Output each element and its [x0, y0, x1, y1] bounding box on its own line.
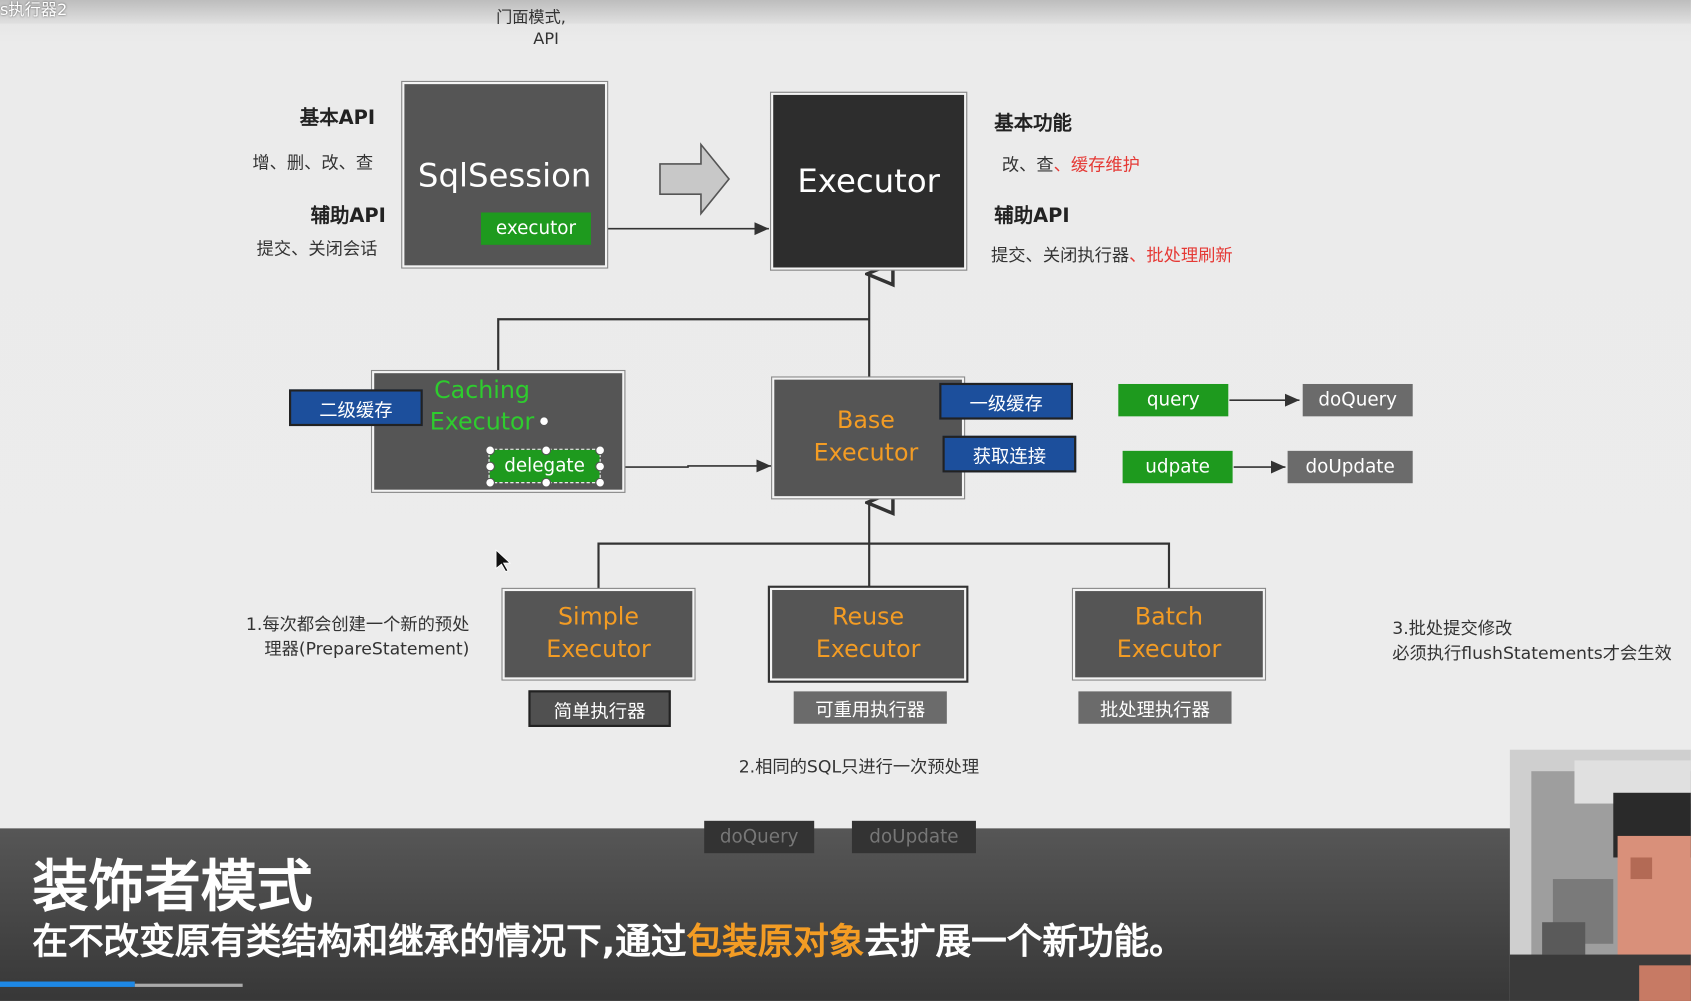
video-buffer-bar	[134, 983, 243, 987]
commit-text: 提交、关闭会话	[256, 238, 378, 259]
batch-executor-cn-label: 批处理执行器	[1078, 691, 1232, 724]
crud-text: 增、删、改、查	[252, 152, 374, 173]
resize-handle[interactable]	[595, 477, 605, 488]
basic-function-heading: 基本功能	[994, 112, 1072, 135]
ghost-doquery: doQuery	[704, 820, 815, 854]
caption-title: 装饰者模式	[32, 855, 313, 921]
caption-subtitle: 在不改变原有类结构和继承的情况下,通过包装原对象去扩展一个新功能。	[32, 920, 1185, 963]
aux-api-heading: 辅助API	[310, 204, 386, 228]
simple-executor-note: 1.每次都会创建一个新的预处理器(PrepareStatement)	[245, 613, 470, 660]
sqlsession-executor-field: executor	[480, 212, 591, 245]
presenter-avatar	[1509, 749, 1691, 1001]
executor-aux-api-heading: 辅助API	[994, 204, 1070, 228]
resize-handle[interactable]	[595, 445, 605, 456]
reuse-executor-note: 2.相同的SQL只进行一次预处理	[738, 756, 980, 777]
doupdate-method: doUpdate	[1287, 450, 1413, 484]
ghost-doupdate: doUpdate	[851, 820, 976, 854]
delegate-field[interactable]: delegate	[488, 448, 601, 484]
executor-box: Executor	[771, 92, 967, 270]
resize-handle[interactable]	[485, 477, 495, 488]
second-level-cache-tag: 二级缓存	[289, 389, 423, 427]
resize-handle[interactable]	[485, 445, 495, 456]
reuse-executor-cn-label: 可重用执行器	[793, 691, 947, 724]
executor-aux-text: 提交、关闭执行器、批处理刷新	[991, 244, 1233, 266]
big-arrow-icon	[659, 142, 731, 216]
video-title: s执行器2	[0, 0, 68, 20]
resize-handle[interactable]	[595, 461, 605, 472]
batch-executor-note: 3.批处提交修改必须执行flushStatements才会生效	[1392, 618, 1672, 664]
first-level-cache-tag: 一级缓存	[939, 382, 1074, 420]
doquery-method: doQuery	[1302, 383, 1413, 417]
resize-handle[interactable]	[541, 445, 552, 456]
basic-function-text: 改、查、缓存维护	[1001, 154, 1140, 175]
facade-note: 门面模式,API	[496, 7, 566, 49]
resize-handle[interactable]	[541, 477, 552, 488]
executor-label: Executor	[797, 162, 940, 201]
rotate-handle[interactable]	[539, 416, 549, 427]
top-bar	[0, 0, 1691, 24]
sqlsession-label: SqlSession	[417, 157, 592, 196]
caption-overlay	[0, 828, 1691, 1001]
mouse-cursor-icon	[495, 549, 512, 573]
video-progress-bar[interactable]	[0, 981, 135, 987]
get-connection-tag: 获取连接	[942, 435, 1077, 473]
resize-handle[interactable]	[485, 461, 495, 472]
basic-api-heading: 基本API	[299, 106, 376, 130]
udpate-method: udpate	[1122, 450, 1233, 484]
simple-executor-cn-label: 简单执行器	[528, 690, 671, 727]
query-method: query	[1118, 383, 1229, 417]
